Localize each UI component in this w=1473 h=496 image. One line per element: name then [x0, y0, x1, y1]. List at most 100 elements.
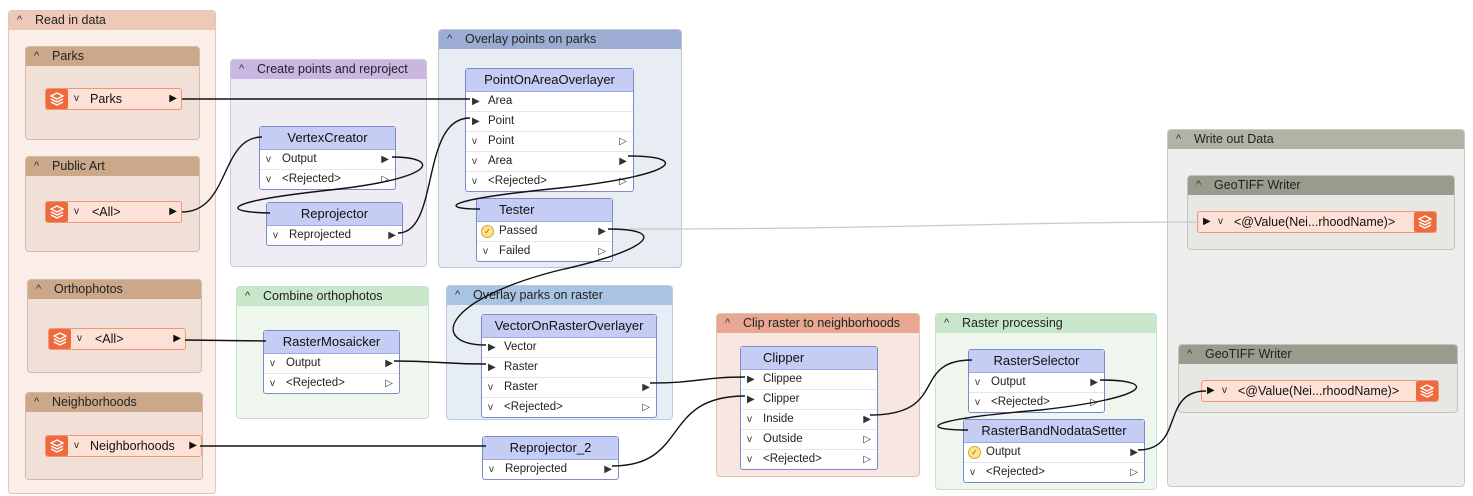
bookmark-header[interactable]: ^Create points and reproject [231, 60, 426, 79]
bookmark-geotiff-writer-2[interactable]: ^GeoTIFF Writer [1178, 344, 1458, 413]
transformer-rasterbandnodatasetter[interactable]: RasterBandNodataSetter ✓Output▶ v<Reject… [963, 419, 1145, 483]
triangle-right-icon[interactable]: ▶ [619, 156, 627, 167]
transformer-title[interactable]: Reprojector_2 [483, 437, 618, 460]
caret-up-icon[interactable]: ^ [447, 33, 453, 45]
caret-up-icon[interactable]: ^ [34, 50, 40, 62]
chevron-down-icon[interactable]: v [488, 382, 493, 393]
transformer-title[interactable]: Reprojector [267, 203, 402, 226]
triangle-right-icon[interactable]: ▶ [863, 414, 871, 425]
chevron-down-icon[interactable]: v [975, 397, 980, 408]
writer-geotiff-1[interactable]: ▶ v <@Value(Nei...rhoodName)> [1197, 211, 1437, 233]
chevron-down-icon[interactable]: v [273, 230, 278, 241]
triangle-right-icon[interactable]: ▶ [169, 206, 177, 217]
chevron-down-icon[interactable]: v [270, 378, 275, 389]
caret-up-icon[interactable]: ^ [36, 283, 42, 295]
port-rejected[interactable]: v<Rejected>▷ [260, 170, 395, 189]
chevron-down-icon[interactable]: v [747, 434, 752, 445]
triangle-right-icon[interactable]: ▶ [1090, 377, 1098, 388]
port-passed[interactable]: ✓Passed▶ [477, 222, 612, 242]
chevron-down-icon[interactable]: v [74, 93, 79, 104]
chevron-down-icon[interactable]: v [77, 333, 82, 344]
writer-geotiff-2[interactable]: ▶ v <@Value(Nei...rhoodName)> [1201, 380, 1439, 402]
triangle-right-outline-icon[interactable]: ▷ [619, 176, 627, 187]
triangle-right-icon[interactable]: ▶ [488, 342, 496, 353]
triangle-right-icon[interactable]: ▶ [388, 230, 396, 241]
bookmark-header[interactable]: ^Raster processing [936, 314, 1156, 333]
chevron-down-icon[interactable]: v [472, 136, 477, 147]
bookmark-header[interactable]: ^GeoTIFF Writer [1179, 345, 1457, 364]
caret-up-icon[interactable]: ^ [1176, 133, 1182, 145]
caret-up-icon[interactable]: ^ [245, 290, 251, 302]
bookmark-header[interactable]: ^Combine orthophotos [237, 287, 428, 306]
transformer-title[interactable]: RasterBandNodataSetter [964, 420, 1144, 443]
caret-up-icon[interactable]: ^ [944, 317, 950, 329]
caret-up-icon[interactable]: ^ [239, 63, 245, 75]
triangle-right-icon[interactable]: ▶ [1130, 447, 1138, 458]
port-rejected[interactable]: v<Rejected>▷ [482, 398, 656, 417]
chevron-down-icon[interactable]: v [270, 358, 275, 369]
chevron-down-icon[interactable]: v [472, 156, 477, 167]
triangle-right-icon[interactable]: ▶ [642, 382, 650, 393]
bookmark-header[interactable]: ^GeoTIFF Writer [1188, 176, 1454, 195]
chevron-down-icon[interactable]: v [747, 454, 752, 465]
transformer-title[interactable]: PointOnAreaOverlayer [466, 69, 633, 92]
port-input-clippee[interactable]: ▶Clippee [741, 370, 877, 390]
triangle-right-outline-icon[interactable]: ▷ [381, 174, 389, 185]
bookmark-header[interactable]: ^Overlay parks on raster [447, 286, 672, 305]
triangle-right-icon[interactable]: ▶ [173, 333, 181, 344]
chevron-down-icon[interactable]: v [266, 174, 271, 185]
chevron-down-icon[interactable]: v [1218, 216, 1223, 227]
triangle-right-outline-icon[interactable]: ▷ [1090, 397, 1098, 408]
port-input-vector[interactable]: ▶Vector [482, 338, 656, 358]
bookmark-header[interactable]: ^Clip raster to neighborhoods [717, 314, 919, 333]
caret-up-icon[interactable]: ^ [34, 160, 40, 172]
chevron-down-icon[interactable]: v [472, 176, 477, 187]
bookmark-header[interactable]: ^Write out Data [1168, 130, 1464, 149]
chevron-down-icon[interactable]: v [74, 206, 79, 217]
chevron-down-icon[interactable]: v [970, 467, 975, 478]
reader-public-art[interactable]: v <All> ▶ [45, 201, 182, 223]
bookmark-header[interactable]: ^Read in data [9, 11, 215, 30]
bookmark-header[interactable]: ^Neighborhoods [26, 393, 202, 412]
bookmark-header[interactable]: ^Orthophotos [28, 280, 201, 299]
triangle-right-outline-icon[interactable]: ▷ [619, 136, 627, 147]
port-input-clipper[interactable]: ▶Clipper [741, 390, 877, 410]
bookmark-header[interactable]: ^Overlay points on parks [439, 30, 681, 49]
port-input-point[interactable]: ▶Point [466, 112, 633, 132]
bookmark-header[interactable]: ^Public Art [26, 157, 199, 176]
caret-up-icon[interactable]: ^ [725, 317, 731, 329]
chevron-down-icon[interactable]: v [488, 402, 493, 413]
caret-up-icon[interactable]: ^ [17, 14, 23, 26]
triangle-right-icon[interactable]: ▶ [385, 358, 393, 369]
triangle-right-outline-icon[interactable]: ▷ [863, 434, 871, 445]
chevron-down-icon[interactable]: v [266, 154, 271, 165]
triangle-right-icon[interactable]: ▶ [472, 96, 480, 107]
triangle-right-icon[interactable]: ▶ [472, 116, 480, 127]
port-input-raster[interactable]: ▶Raster [482, 358, 656, 378]
caret-up-icon[interactable]: ^ [455, 289, 461, 301]
chevron-down-icon[interactable]: v [483, 246, 488, 257]
triangle-right-icon[interactable]: ▶ [598, 226, 606, 237]
transformer-vectoronrasteroverlayer[interactable]: VectorOnRasterOverlayer ▶Vector ▶Raster … [481, 314, 657, 418]
triangle-right-icon[interactable]: ▶ [1207, 385, 1215, 396]
transformer-title[interactable]: Clipper [741, 347, 877, 370]
caret-up-icon[interactable]: ^ [1187, 348, 1193, 360]
triangle-right-icon[interactable]: ▶ [381, 154, 389, 165]
transformer-title[interactable]: VertexCreator [260, 127, 395, 150]
transformer-title[interactable]: RasterMosaicker [264, 331, 399, 354]
triangle-right-outline-icon[interactable]: ▷ [1130, 467, 1138, 478]
